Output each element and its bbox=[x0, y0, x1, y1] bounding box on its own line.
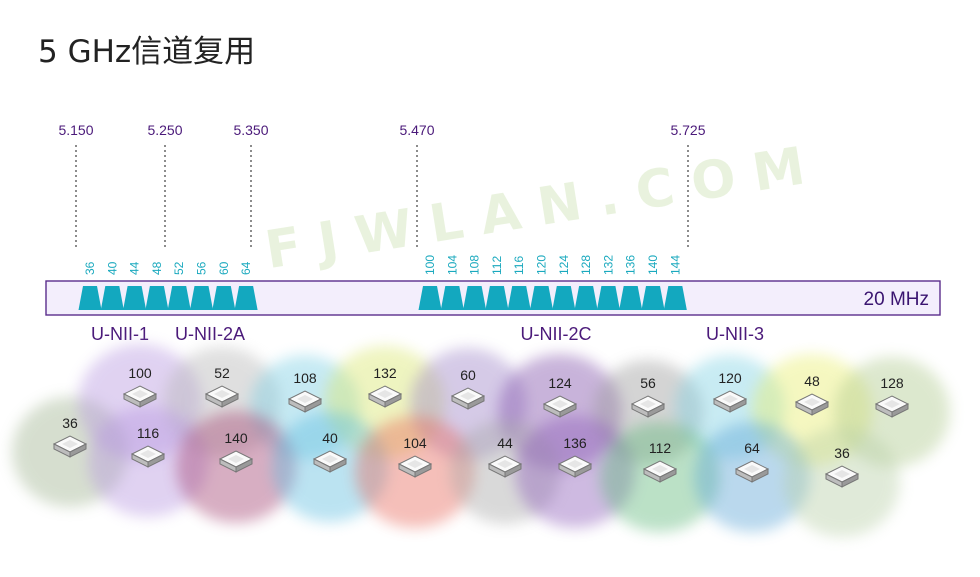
band-label: U-NII-2C bbox=[521, 324, 592, 344]
channel-number: 136 bbox=[624, 255, 638, 275]
access-point-icon bbox=[557, 455, 593, 478]
access-point-icon bbox=[204, 385, 240, 408]
access-point-channel: 48 bbox=[804, 373, 820, 389]
channel-block bbox=[663, 286, 687, 310]
access-point-channel: 36 bbox=[834, 445, 850, 461]
access-point-icon bbox=[130, 445, 166, 468]
access-point-channel: 108 bbox=[293, 370, 317, 386]
channel-number: 116 bbox=[512, 256, 526, 275]
band-label: U-NII-3 bbox=[706, 324, 764, 344]
channel-block bbox=[641, 286, 665, 310]
channel-number: 60 bbox=[217, 261, 231, 275]
channel-number: 104 bbox=[445, 255, 459, 275]
access-point-channel: 36 bbox=[62, 415, 78, 431]
channel-block bbox=[234, 286, 258, 310]
access-point-channel: 136 bbox=[563, 435, 587, 451]
access-point-channel: 100 bbox=[128, 365, 152, 381]
channel-block bbox=[574, 286, 598, 310]
access-point-channel: 120 bbox=[718, 370, 742, 386]
channel-number: 124 bbox=[557, 255, 571, 275]
access-point-channel: 40 bbox=[322, 430, 338, 446]
access-point-icon bbox=[642, 460, 678, 483]
channel-block bbox=[212, 286, 236, 310]
channel-block bbox=[552, 286, 576, 310]
channel-number: 100 bbox=[423, 255, 437, 275]
channel-block bbox=[596, 286, 620, 310]
access-point-channel: 64 bbox=[744, 440, 760, 456]
access-point-channel: 116 bbox=[137, 425, 160, 441]
access-point-channel: 140 bbox=[224, 430, 248, 446]
access-point-channel: 52 bbox=[214, 365, 230, 381]
frequency-markers: 5.150 5.250 5.350 5.470 5.725 bbox=[58, 122, 706, 250]
channel-block bbox=[167, 286, 191, 310]
frequency-label: 5.725 bbox=[670, 122, 705, 138]
access-point-icon bbox=[397, 455, 433, 478]
access-point-icon bbox=[367, 385, 403, 408]
channel-block bbox=[530, 286, 553, 310]
channel-number: 56 bbox=[195, 261, 209, 275]
access-point-icon bbox=[794, 393, 830, 416]
channel-block bbox=[418, 286, 442, 310]
access-point-channel: 124 bbox=[548, 375, 572, 391]
access-point-icon bbox=[712, 390, 748, 413]
channel-number: 64 bbox=[239, 261, 253, 275]
access-point-icon bbox=[824, 465, 860, 488]
channel-block bbox=[145, 286, 169, 310]
access-point-channel: 132 bbox=[373, 365, 397, 381]
channel-block bbox=[507, 286, 531, 310]
band-label: U-NII-2A bbox=[175, 324, 245, 344]
access-point-icon bbox=[487, 455, 523, 478]
access-point-icon bbox=[542, 395, 578, 418]
channel-number: 144 bbox=[668, 255, 682, 275]
channel-number: 52 bbox=[172, 261, 186, 275]
access-point-channel: 104 bbox=[403, 435, 427, 451]
access-point-icon bbox=[52, 435, 88, 458]
channel-group: 36 40 44 48 52 56 60 64 100 104 108 112 116 120 124 128… bbox=[78, 255, 687, 310]
frequency-label: 5.250 bbox=[147, 122, 182, 138]
access-point-channel: 56 bbox=[640, 375, 656, 391]
access-point-icon bbox=[450, 387, 486, 410]
frequency-label: 5.470 bbox=[399, 122, 434, 138]
frequency-label: 5.150 bbox=[58, 122, 93, 138]
access-point-icon bbox=[630, 395, 666, 418]
channel-block bbox=[100, 286, 124, 310]
channel-number: 36 bbox=[83, 261, 97, 275]
channel-number: 132 bbox=[601, 255, 615, 275]
channel-block bbox=[463, 286, 487, 310]
band-labels: U-NII-1 U-NII-2A U-NII-2C U-NII-3 bbox=[91, 324, 764, 344]
channel-number: 108 bbox=[468, 255, 482, 275]
channel-number: 120 bbox=[535, 255, 549, 275]
channel-number: 112 bbox=[490, 256, 504, 275]
channel-number: 48 bbox=[150, 261, 164, 275]
channel-block bbox=[190, 286, 213, 310]
channel-number: 140 bbox=[646, 255, 660, 275]
channel-number: 128 bbox=[579, 255, 593, 275]
access-point-icon bbox=[312, 450, 348, 473]
access-point-channel: 44 bbox=[497, 435, 513, 451]
band-label: U-NII-1 bbox=[91, 324, 149, 344]
channel-number: 40 bbox=[105, 261, 119, 275]
channel-number: 44 bbox=[128, 261, 142, 275]
access-point-icon bbox=[734, 460, 770, 483]
channel-block bbox=[78, 286, 102, 310]
access-point-channel: 112 bbox=[649, 440, 672, 456]
channel-block bbox=[485, 286, 509, 310]
frequency-label: 5.350 bbox=[233, 122, 268, 138]
access-point-icon bbox=[218, 450, 254, 473]
access-point-channel: 128 bbox=[880, 375, 904, 391]
page-title: 5 GHz信道复用 bbox=[38, 34, 256, 70]
bandwidth-label: 20 MHz bbox=[864, 289, 929, 310]
access-point-icon bbox=[287, 390, 323, 413]
access-point-icon bbox=[874, 395, 910, 418]
channel-block bbox=[123, 286, 147, 310]
channel-block bbox=[619, 286, 643, 310]
channel-block bbox=[440, 286, 464, 310]
access-point-icon bbox=[122, 385, 158, 408]
access-point-channel: 60 bbox=[460, 367, 476, 383]
access-points: 36 100 52 108 132 60 124 56 120 48 128 116 140 40 104 4… bbox=[52, 365, 910, 488]
